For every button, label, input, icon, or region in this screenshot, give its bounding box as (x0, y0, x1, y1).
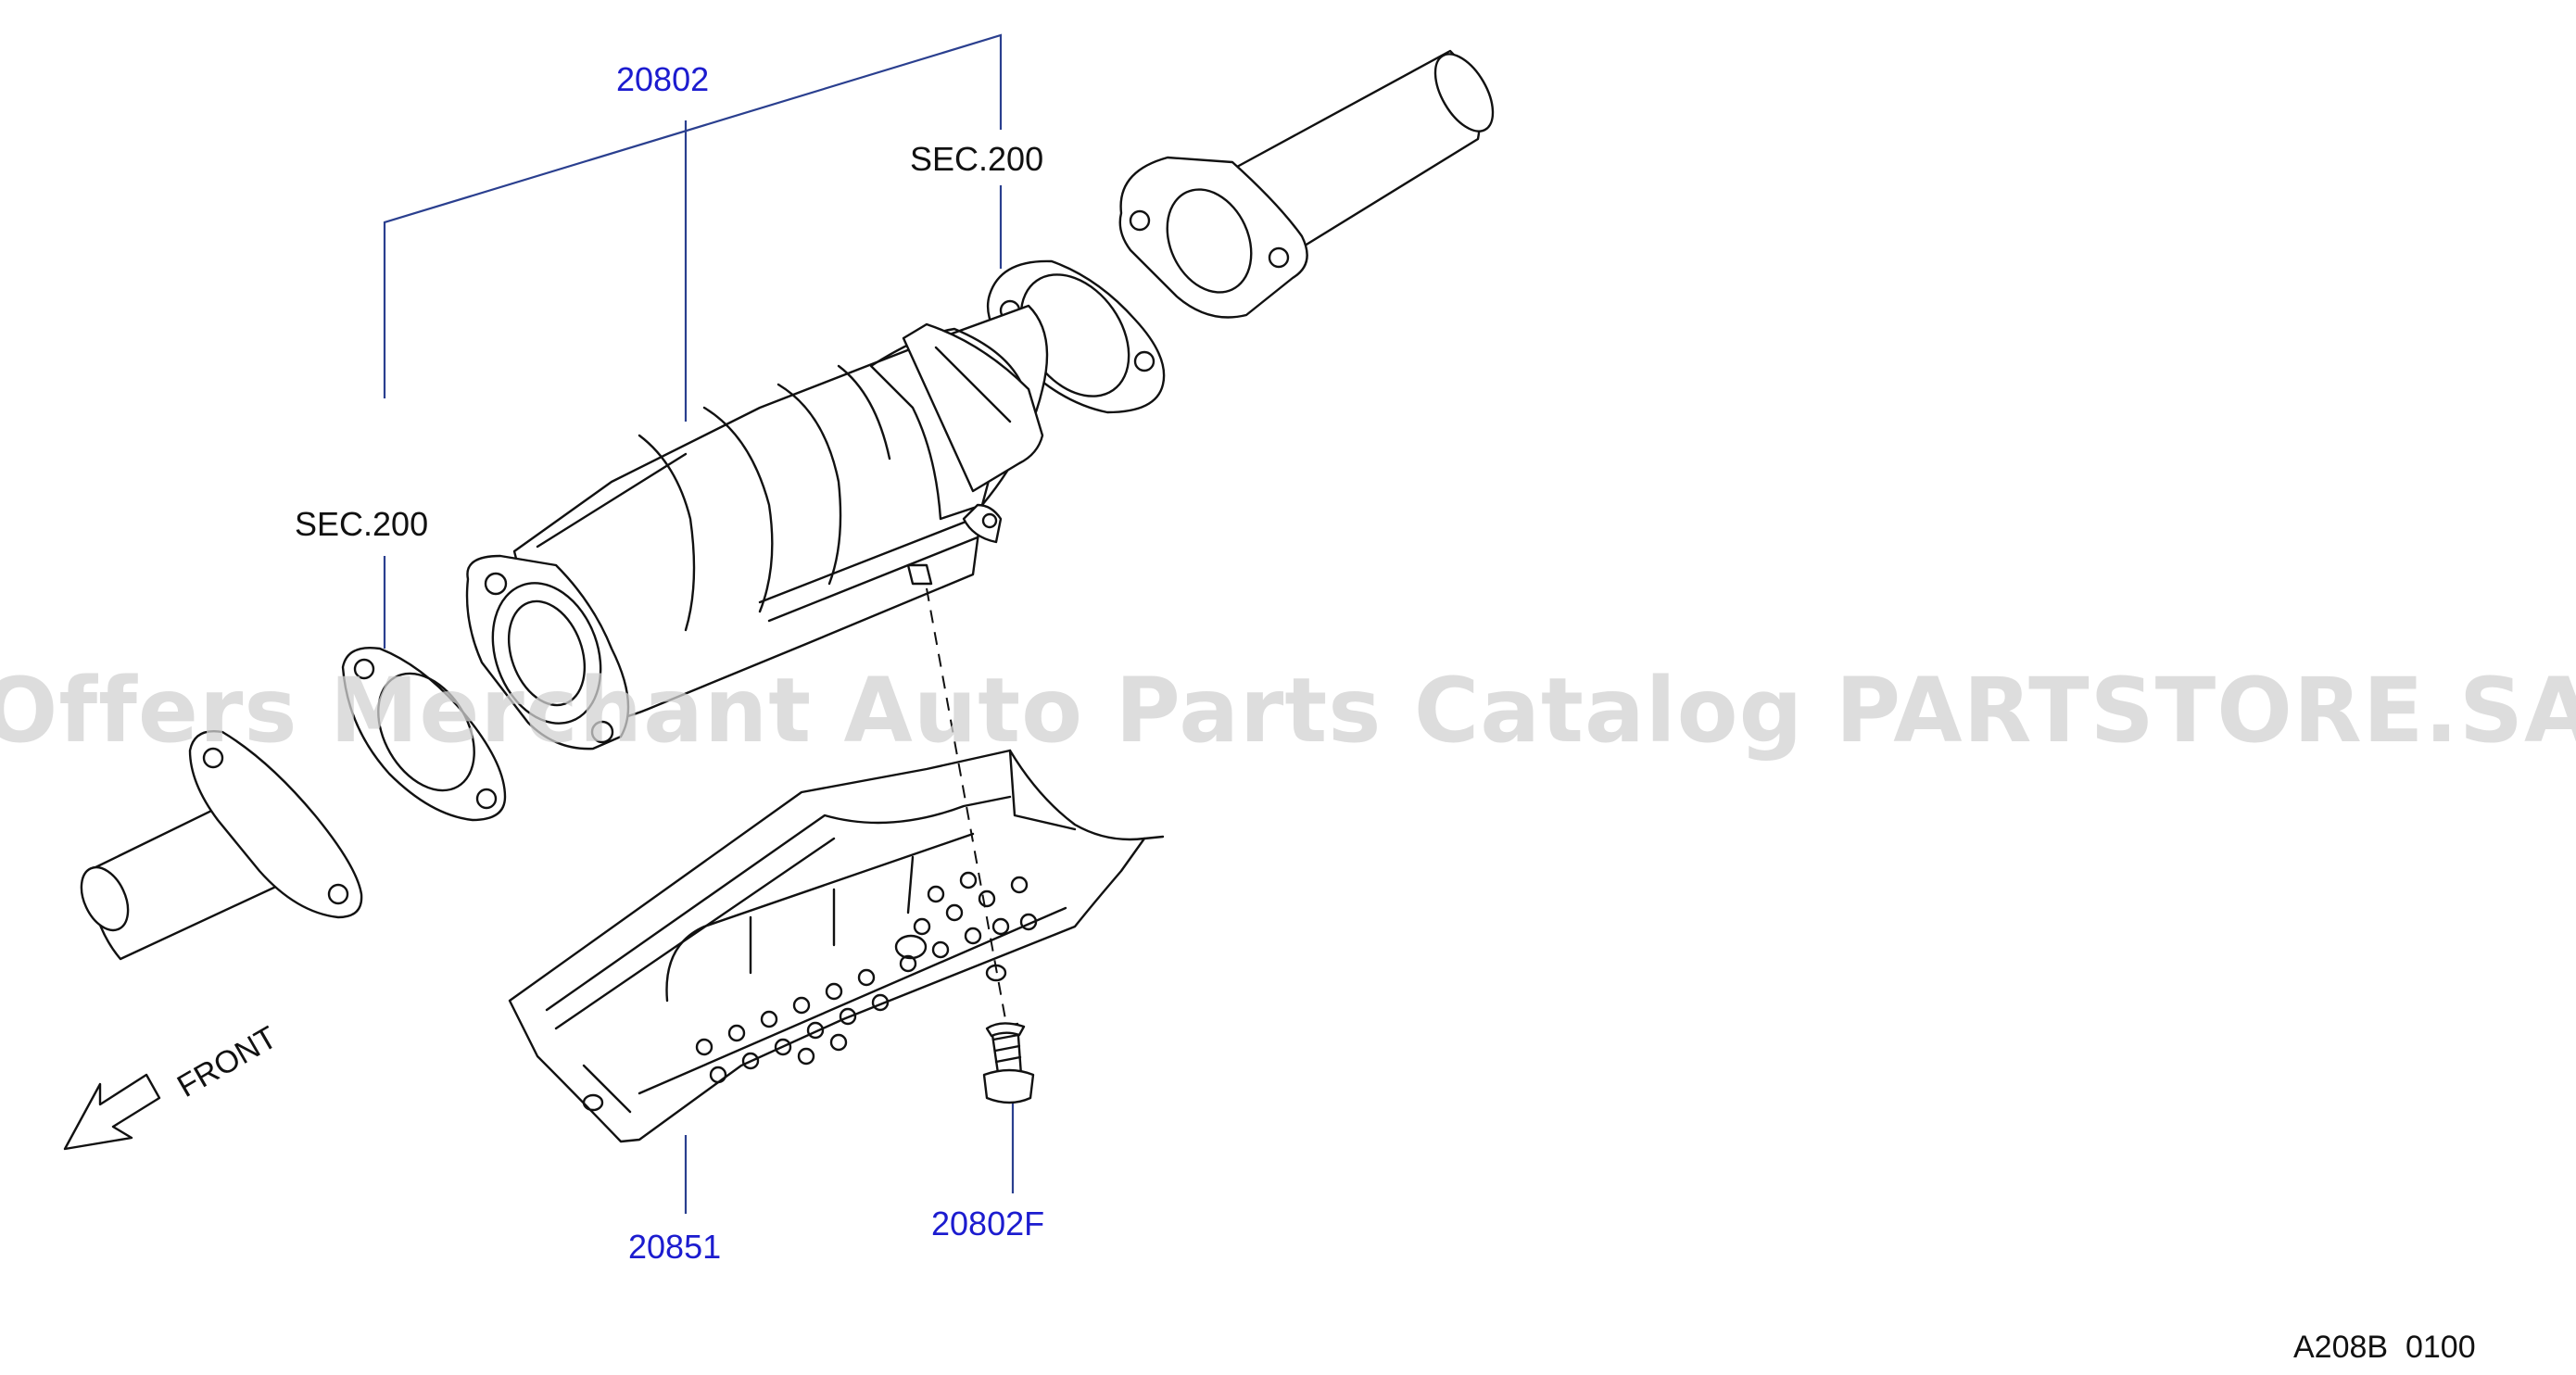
mounting-bolt (926, 587, 1035, 1104)
rear-gasket (986, 259, 1166, 414)
watermark-text: Offers Merchant Auto Parts Catalog PARTS… (0, 659, 2576, 763)
front-direction-label: FRONT (171, 1019, 283, 1104)
catalytic-converter (465, 304, 1049, 751)
bracket-leader (383, 33, 1003, 398)
heat-insulator (508, 749, 1165, 1143)
front-gasket (341, 647, 507, 822)
part-number-20802[interactable]: 20802 (616, 60, 709, 98)
diagram-code: A208B 0100 (2293, 1330, 2476, 1365)
section-reference-front[interactable]: SEC.200 (295, 505, 428, 543)
leader-lines (383, 33, 1015, 1214)
part-number-20851[interactable]: 20851 (628, 1228, 721, 1266)
bolt-alignment-line (926, 587, 1006, 1020)
section-reference-rear[interactable]: SEC.200 (910, 140, 1043, 178)
rear-exhaust-pipe (1118, 49, 1495, 319)
front-exhaust-pipe (80, 730, 363, 961)
part-number-20802f[interactable]: 20802F (931, 1205, 1044, 1243)
front-arrow-icon (63, 1073, 161, 1151)
